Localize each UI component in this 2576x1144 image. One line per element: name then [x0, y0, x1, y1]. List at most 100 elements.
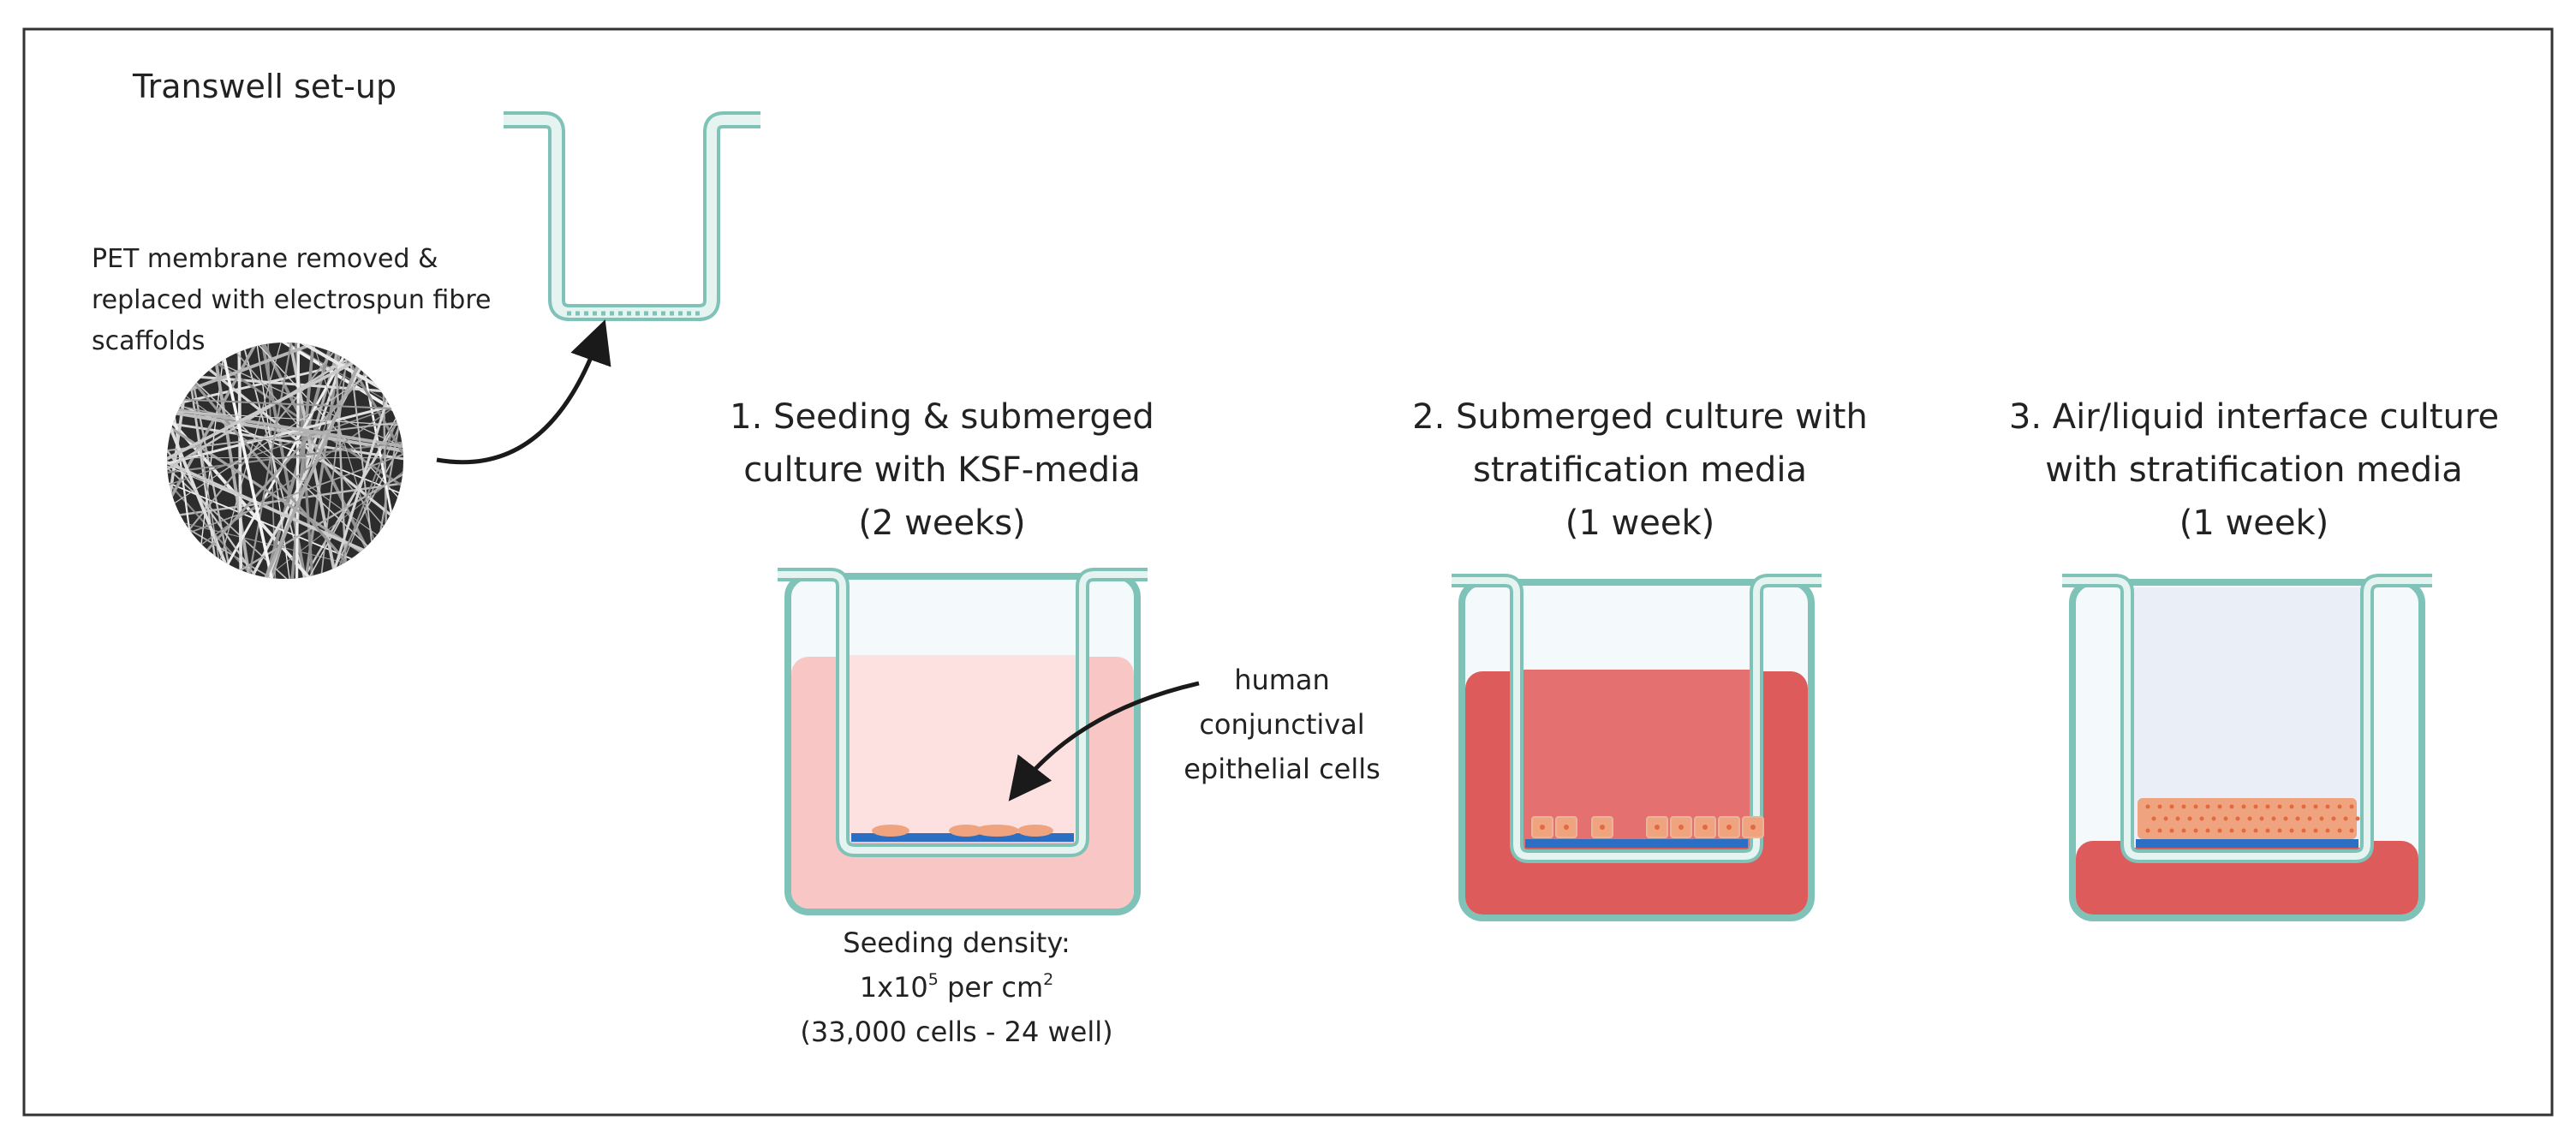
- cell-nucleus: [2289, 828, 2294, 833]
- cell-nucleus: [2211, 816, 2216, 821]
- stage-2-title-line-2: stratification media: [1473, 450, 1807, 490]
- seeding-density-value: 1x105 per cm2: [860, 970, 1053, 1004]
- cell-nucleus: [2319, 816, 2324, 821]
- cell-nucleus: [2175, 816, 2180, 821]
- fibre-strand: [200, 343, 371, 579]
- fibre-strand: [304, 343, 403, 579]
- cell-nucleus: [2331, 816, 2336, 821]
- membrane-note-line-3: scaffolds: [92, 326, 206, 356]
- cell-nucleus: [2295, 816, 2300, 821]
- cell-nucleus: [2205, 804, 2210, 809]
- insert-wall-inner: [504, 115, 760, 318]
- stage-2-title-line-3: (1 week): [1565, 503, 1714, 543]
- cell-nucleus: [1600, 825, 1605, 830]
- transwell-insert-icon: [504, 111, 760, 321]
- cell-nucleus: [2229, 828, 2234, 833]
- cell-nucleus: [2223, 816, 2228, 821]
- fibre-strand: [261, 352, 403, 579]
- scaffold-membrane: [1525, 839, 1748, 848]
- cell-nucleus: [1564, 825, 1569, 830]
- stage-1-title-line-2: culture with KSF-media: [743, 450, 1141, 490]
- cell-nucleus: [2193, 828, 2198, 833]
- seeding-density-detail: (33,000 cells - 24 well): [800, 1016, 1112, 1048]
- scaffold-membrane: [851, 833, 1074, 842]
- cell-nucleus: [2307, 816, 2312, 821]
- cell-nucleus: [2259, 816, 2264, 821]
- fibre-strand: [199, 420, 403, 579]
- stage-1-culture-well-icon: [778, 568, 1148, 915]
- fibre-strand: [167, 406, 353, 579]
- fibre-strand: [295, 343, 301, 579]
- seeded-cell: [975, 825, 1019, 837]
- membrane-note-line-1: PET membrane removed &: [92, 244, 438, 274]
- cell-nucleus: [2217, 804, 2222, 809]
- cells-note-line-1: human: [1234, 664, 1330, 696]
- cell-nucleus: [2157, 828, 2162, 833]
- cell-nucleus: [2301, 804, 2306, 809]
- fibre-strand: [167, 343, 264, 579]
- fibre-strand: [304, 343, 403, 579]
- cell-nucleus: [2247, 816, 2252, 821]
- cell-nucleus: [1679, 825, 1684, 830]
- stage-2-culture-well-icon: [1452, 574, 1822, 921]
- fibre-strand: [242, 343, 382, 579]
- cell-nucleus: [2169, 828, 2174, 833]
- fibre-strand: [167, 343, 383, 579]
- stage-1-title-line-3: (2 weeks): [858, 503, 1025, 543]
- insert-wall-inner: [2062, 577, 2432, 860]
- cell-nucleus: [2355, 816, 2360, 821]
- insert-wall-inner: [778, 571, 1148, 854]
- cell-nucleus: [2325, 828, 2330, 833]
- cell-nucleus: [2241, 804, 2246, 809]
- cell-nucleus: [2265, 828, 2270, 833]
- cell-nucleus: [1540, 825, 1545, 830]
- cell-nucleus: [2271, 816, 2276, 821]
- cell-nucleus: [2169, 804, 2174, 809]
- membrane-note-line-2: replaced with electrospun fibre: [92, 285, 491, 315]
- fibre-strand: [270, 347, 403, 579]
- fibre-strand: [173, 434, 403, 579]
- cell-nucleus: [2145, 828, 2150, 833]
- fibre-strand: [191, 343, 403, 453]
- stage-3-culture-well-icon: [2062, 574, 2432, 921]
- cell-nucleus: [1726, 825, 1732, 830]
- stage-3-title-line-3: (1 week): [2179, 503, 2329, 543]
- cell-nucleus: [2187, 816, 2192, 821]
- cell-nucleus: [2313, 828, 2318, 833]
- seeded-cell: [872, 825, 909, 837]
- setup-title: Transwell set-up: [132, 68, 397, 105]
- cell-nucleus: [2337, 804, 2342, 809]
- figure-border: [22, 27, 2554, 1117]
- cell-nucleus: [2277, 804, 2282, 809]
- fibre-strand: [230, 343, 319, 579]
- cell-nucleus: [2337, 828, 2342, 833]
- seeding-density-title: Seeding density:: [843, 927, 1070, 959]
- electrospun-fibre-scaffold-icon: [167, 343, 403, 579]
- cell-nucleus: [2241, 828, 2246, 833]
- insert-wall: [504, 111, 760, 321]
- fibre-strand: [167, 376, 403, 577]
- cell-nucleus: [2277, 828, 2282, 833]
- cell-nucleus: [1750, 825, 1756, 830]
- cell-nucleus: [2205, 828, 2210, 833]
- curved-arrow-icon: [436, 319, 611, 465]
- fibre-strand: [167, 343, 403, 551]
- cell-nucleus: [2253, 804, 2258, 809]
- cell-nucleus: [2229, 804, 2234, 809]
- cell-nucleus: [2157, 804, 2162, 809]
- cell-nucleus: [2283, 816, 2288, 821]
- cell-nucleus: [2349, 804, 2354, 809]
- cell-nucleus: [2343, 816, 2348, 821]
- fibre-strand: [265, 343, 278, 579]
- stratified-epithelium: [2138, 798, 2357, 839]
- cell-nucleus: [2151, 816, 2156, 821]
- cells-curved-arrow-icon: [1008, 681, 1200, 801]
- cells-note-line-3: epithelial cells: [1184, 753, 1380, 785]
- cell-nucleus: [2253, 828, 2258, 833]
- cell-nucleus: [2163, 816, 2168, 821]
- cell-nucleus: [2289, 804, 2294, 809]
- fibre-strand: [167, 345, 403, 579]
- cell-nucleus: [2301, 828, 2306, 833]
- cell-nucleus: [2181, 828, 2186, 833]
